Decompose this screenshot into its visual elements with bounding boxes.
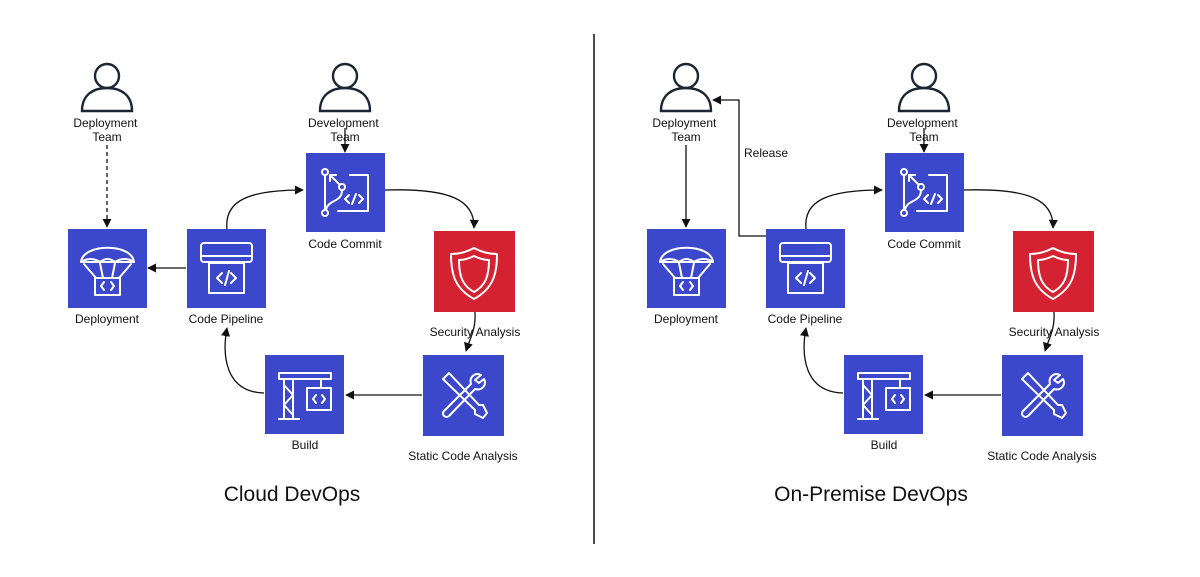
pipeline-icon bbox=[200, 242, 253, 294]
code-commit-label: Code Commit bbox=[308, 237, 382, 251]
edge-security-to-static bbox=[1043, 311, 1055, 352]
static-code-analysis-label: Static Code Analysis bbox=[408, 449, 517, 463]
parachute-icon bbox=[80, 246, 135, 296]
static-code-analysis-node bbox=[1002, 355, 1083, 436]
security-analysis-node bbox=[434, 231, 515, 312]
git-commit-icon bbox=[900, 168, 948, 217]
build-node bbox=[265, 355, 344, 434]
development-team-icon bbox=[318, 62, 372, 113]
static-code-analysis-label: Static Code Analysis bbox=[987, 449, 1096, 463]
development-team-label: Development Team bbox=[308, 116, 382, 144]
crane-icon bbox=[857, 372, 911, 420]
development-team-label: Development Team bbox=[887, 116, 961, 144]
static-code-analysis-node bbox=[423, 355, 504, 436]
code-commit-node bbox=[885, 153, 964, 232]
parachute-icon bbox=[659, 246, 714, 296]
security-analysis-label: Security Analysis bbox=[430, 325, 521, 339]
code-commit-node bbox=[306, 153, 385, 232]
shield-icon bbox=[450, 247, 498, 300]
build-label: Build bbox=[292, 438, 319, 452]
edge-code-commit-to-security bbox=[384, 189, 479, 229]
code-pipeline-node bbox=[187, 229, 266, 308]
code-pipeline-label: Code Pipeline bbox=[189, 312, 264, 326]
shield-icon bbox=[1029, 247, 1077, 300]
security-analysis-node bbox=[1013, 231, 1094, 312]
build-label: Build bbox=[871, 438, 898, 452]
tools-icon bbox=[441, 372, 488, 419]
deployment-label: Deployment bbox=[75, 312, 140, 326]
onprem-edges bbox=[681, 95, 1058, 400]
cloud-devops-title: Cloud DevOps bbox=[224, 483, 361, 506]
deployment-team-label: Deployment Team bbox=[73, 116, 140, 144]
deployment-node bbox=[68, 229, 147, 308]
development-team-icon bbox=[897, 62, 951, 113]
git-commit-icon bbox=[321, 168, 369, 217]
security-analysis-label: Security Analysis bbox=[1009, 325, 1100, 339]
deployment-team-icon bbox=[80, 62, 134, 113]
cloud-devops-panel: Deployment Team Development Team bbox=[68, 62, 521, 506]
edge-build-to-pipeline bbox=[221, 327, 265, 394]
edge-pipeline-to-code-commit bbox=[226, 185, 304, 230]
edge-pipeline-release-to-deploy-team bbox=[712, 95, 766, 237]
deployment-node bbox=[647, 229, 726, 308]
deployment-label: Deployment bbox=[654, 312, 719, 326]
code-commit-label: Code Commit bbox=[887, 237, 961, 251]
code-pipeline-node bbox=[766, 229, 845, 308]
cloud-edges bbox=[102, 128, 479, 400]
edge-code-commit-to-security bbox=[963, 189, 1058, 229]
onprem-devops-panel: Release Deployment Team Development Team bbox=[647, 62, 1100, 506]
edge-build-to-pipeline bbox=[800, 327, 844, 394]
onprem-devops-title: On-Premise DevOps bbox=[774, 483, 968, 506]
edge-pipeline-to-code-commit bbox=[805, 185, 883, 230]
build-node bbox=[844, 355, 923, 434]
code-pipeline-label: Code Pipeline bbox=[768, 312, 843, 326]
tools-icon bbox=[1020, 372, 1067, 419]
crane-icon bbox=[278, 372, 332, 420]
deployment-team-icon bbox=[659, 62, 713, 113]
edge-security-to-static bbox=[464, 311, 476, 352]
pipeline-icon bbox=[779, 242, 832, 294]
deployment-team-label: Deployment Team bbox=[652, 116, 719, 144]
release-label: Release bbox=[744, 146, 788, 160]
